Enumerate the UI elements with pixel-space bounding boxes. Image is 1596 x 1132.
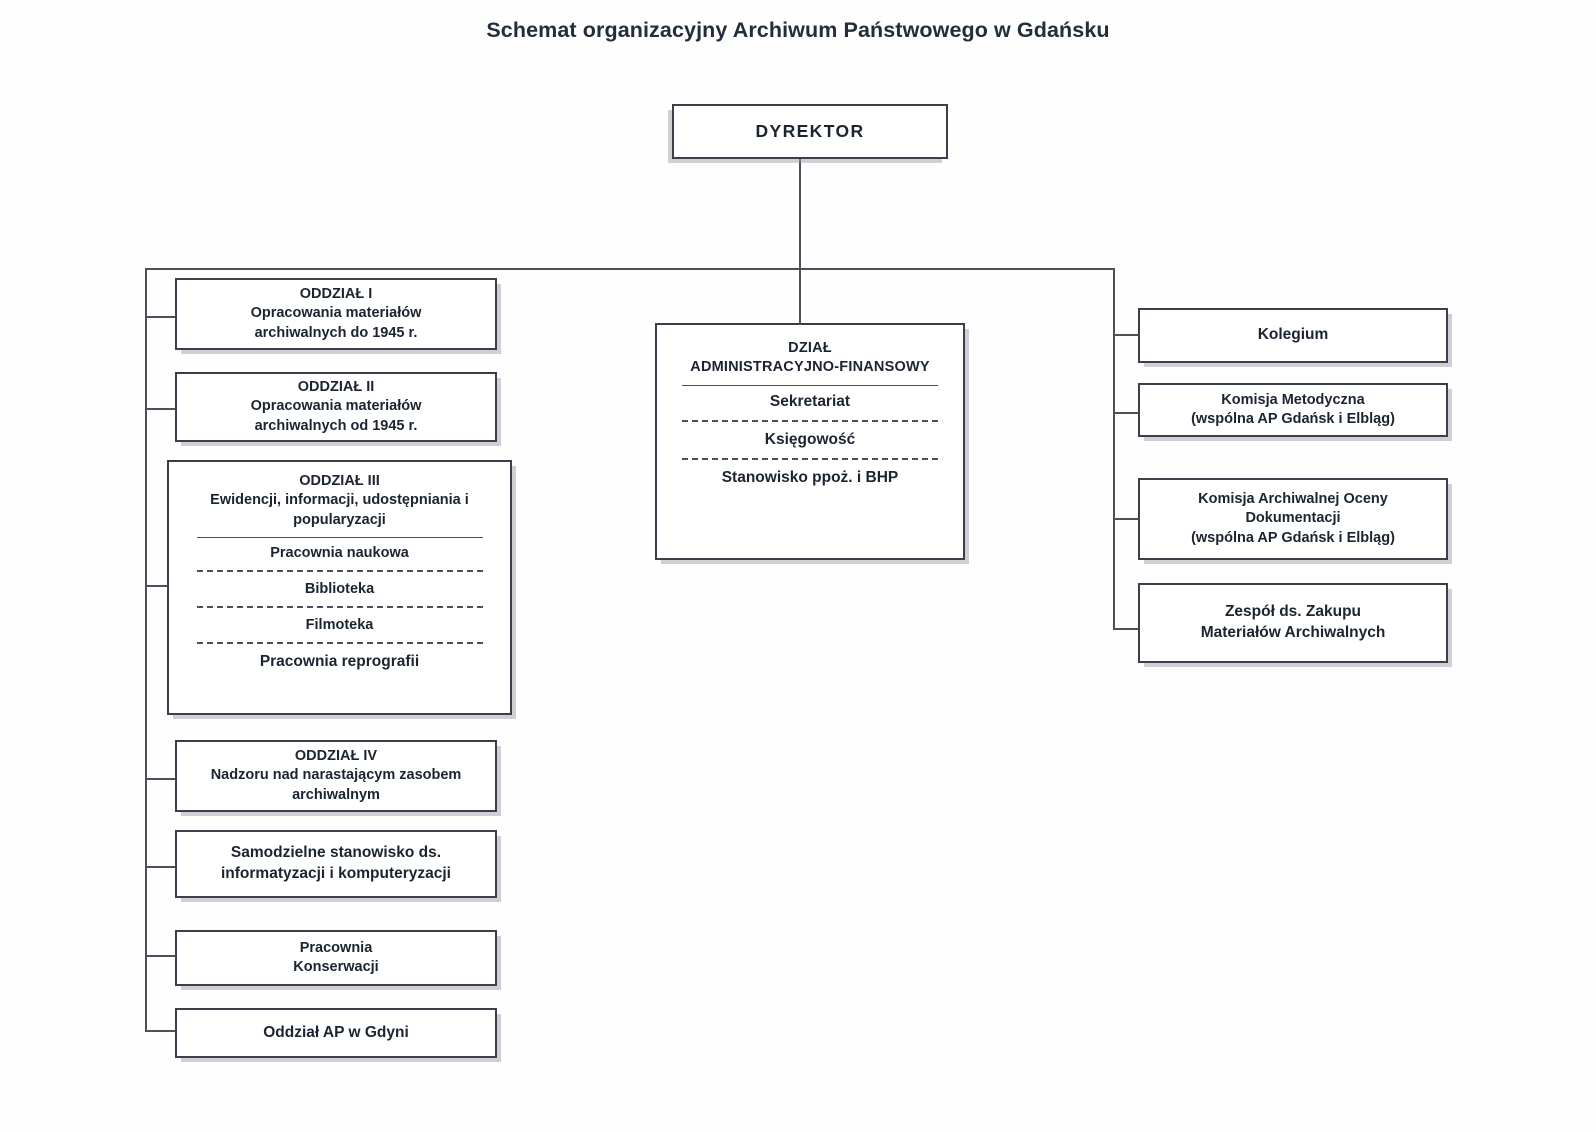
center-item-ksiegowosc[interactable]: Księgowość (764, 430, 856, 448)
connector-stub-left-6 (145, 955, 177, 957)
oddzial-iii-item-pracownia-naukowa[interactable]: Pracownia naukowa (270, 545, 409, 562)
connector-main-bus (145, 268, 1115, 270)
node-dyrektor-label: DYREKTOR (755, 120, 865, 141)
connector-right-trunk (1113, 268, 1115, 630)
node-dyrektor[interactable]: DYREKTOR (672, 104, 948, 159)
node-komisja-archiwalnej-oceny[interactable]: Komisja Archiwalnej Oceny Dokumentacji (… (1138, 478, 1448, 560)
oddzial-iii-item-pracownia-reprografii[interactable]: Pracownia reprografii (259, 653, 420, 671)
node-oddzial-iv-line2: Nadzoru nad narastającym zasobem (210, 767, 462, 784)
node-oddzial-i-line2: Opracowania materiałów (250, 305, 422, 322)
node-zespol-zakupu-line1: Zespół ds. Zakupu (1224, 603, 1362, 621)
node-oddzial-iv[interactable]: ODDZIAŁ IV Nadzoru nad narastającym zaso… (175, 740, 497, 812)
connector-stub-left-7 (145, 1030, 177, 1032)
node-komisja-oceny-line1: Komisja Archiwalnej Oceny (1198, 490, 1388, 507)
connector-left-trunk (145, 268, 147, 1032)
node-zespol-zakupu[interactable]: Zespół ds. Zakupu Materiałów Archiwalnyc… (1138, 583, 1448, 663)
node-center-header-line1: DZIAŁ (788, 340, 832, 356)
node-oddzial-iii[interactable]: ODDZIAŁ III Ewidencji, informacji, udost… (167, 460, 512, 715)
connector-director-vertical (799, 158, 801, 323)
node-oddzial-ii-line1: ODDZIAŁ II (297, 378, 375, 395)
divider-dashed (196, 642, 483, 645)
connector-stub-right-2 (1113, 412, 1140, 414)
node-pracownia-konserwacji[interactable]: Pracownia Konserwacji (175, 930, 497, 986)
node-komisja-oceny-line2: Dokumentacji (1245, 510, 1341, 527)
node-oddzial-iii-line3: popularyzacji (293, 511, 386, 528)
node-oddzial-ii[interactable]: ODDZIAŁ II Opracowania materiałów archiw… (175, 372, 497, 442)
node-oddzial-ap-gdynia-line1: Oddział AP w Gdyni (263, 1023, 409, 1041)
oddzial-iii-item-filmoteka[interactable]: Filmoteka (305, 617, 374, 634)
divider-dashed (196, 606, 483, 609)
divider-dashed (682, 419, 938, 422)
connector-stub-left-1 (145, 316, 177, 318)
node-oddzial-i-line3: archiwalnych do 1945 r. (254, 324, 418, 341)
node-center-header-line2: ADMINISTRACYJNO-FINANSOWY (690, 359, 930, 376)
node-komisja-metodyczna[interactable]: Komisja Metodyczna (wspólna AP Gdańsk i … (1138, 383, 1448, 437)
connector-stub-right-3 (1113, 518, 1140, 520)
node-oddzial-iv-line1: ODDZIAŁ IV (294, 747, 378, 764)
divider-dashed (196, 570, 483, 573)
node-oddzial-iii-line2: Ewidencji, informacji, udostępniania i (210, 492, 469, 509)
node-pracownia-konserwacji-line2: Konserwacji (293, 959, 379, 975)
node-oddzial-ap-gdynia[interactable]: Oddział AP w Gdyni (175, 1008, 497, 1058)
node-pracownia-konserwacji-line1: Pracownia (299, 939, 373, 956)
node-zespol-zakupu-line2: Materiałów Archiwalnych (1200, 624, 1386, 641)
node-samodzielne-line2: informatyzacji i komputeryzacji (221, 865, 451, 882)
connector-stub-left-5 (145, 866, 177, 868)
node-oddzial-i-line1: ODDZIAŁ I (299, 285, 373, 302)
node-komisja-metodyczna-line2: (wspólna AP Gdańsk i Elbląg) (1191, 411, 1395, 427)
node-dzial-administracyjno-finansowy[interactable]: DZIAŁ ADMINISTRACYJNO-FINANSOWY Sekretar… (655, 323, 965, 560)
divider-dashed (682, 457, 938, 460)
node-komisja-oceny-line3: (wspólna AP Gdańsk i Elbląg) (1191, 529, 1395, 546)
center-item-sekretariat[interactable]: Sekretariat (769, 392, 851, 410)
node-oddzial-iii-line1: ODDZIAŁ III (299, 473, 380, 489)
connector-stub-left-2 (145, 408, 177, 410)
node-oddzial-ii-line3: archiwalnych od 1945 r. (254, 417, 418, 434)
divider-solid (682, 384, 938, 386)
center-item-stanowisko-ppoz-bhp[interactable]: Stanowisko ppoż. i BHP (721, 468, 899, 486)
node-kolegium[interactable]: Kolegium (1138, 308, 1448, 363)
connector-stub-right-4 (1113, 628, 1140, 630)
node-samodzielne-line1: Samodzielne stanowisko ds. (230, 844, 442, 862)
node-samodzielne-stanowisko[interactable]: Samodzielne stanowisko ds. informatyzacj… (175, 830, 497, 898)
node-oddzial-ii-line2: Opracowania materiałów (250, 398, 422, 415)
connector-stub-left-4 (145, 778, 177, 780)
page-title: Schemat organizacyjny Archiwum Państwowe… (486, 18, 1110, 42)
divider-solid (196, 537, 483, 539)
oddzial-iii-item-biblioteka[interactable]: Biblioteka (304, 581, 375, 598)
node-komisja-metodyczna-line1: Komisja Metodyczna (1221, 391, 1365, 408)
connector-stub-right-1 (1113, 334, 1140, 336)
node-kolegium-line1: Kolegium (1257, 326, 1329, 344)
node-oddzial-i[interactable]: ODDZIAŁ I Opracowania materiałów archiwa… (175, 278, 497, 350)
node-oddzial-iv-line3: archiwalnym (292, 786, 380, 803)
connector-stub-left-3 (145, 585, 169, 587)
